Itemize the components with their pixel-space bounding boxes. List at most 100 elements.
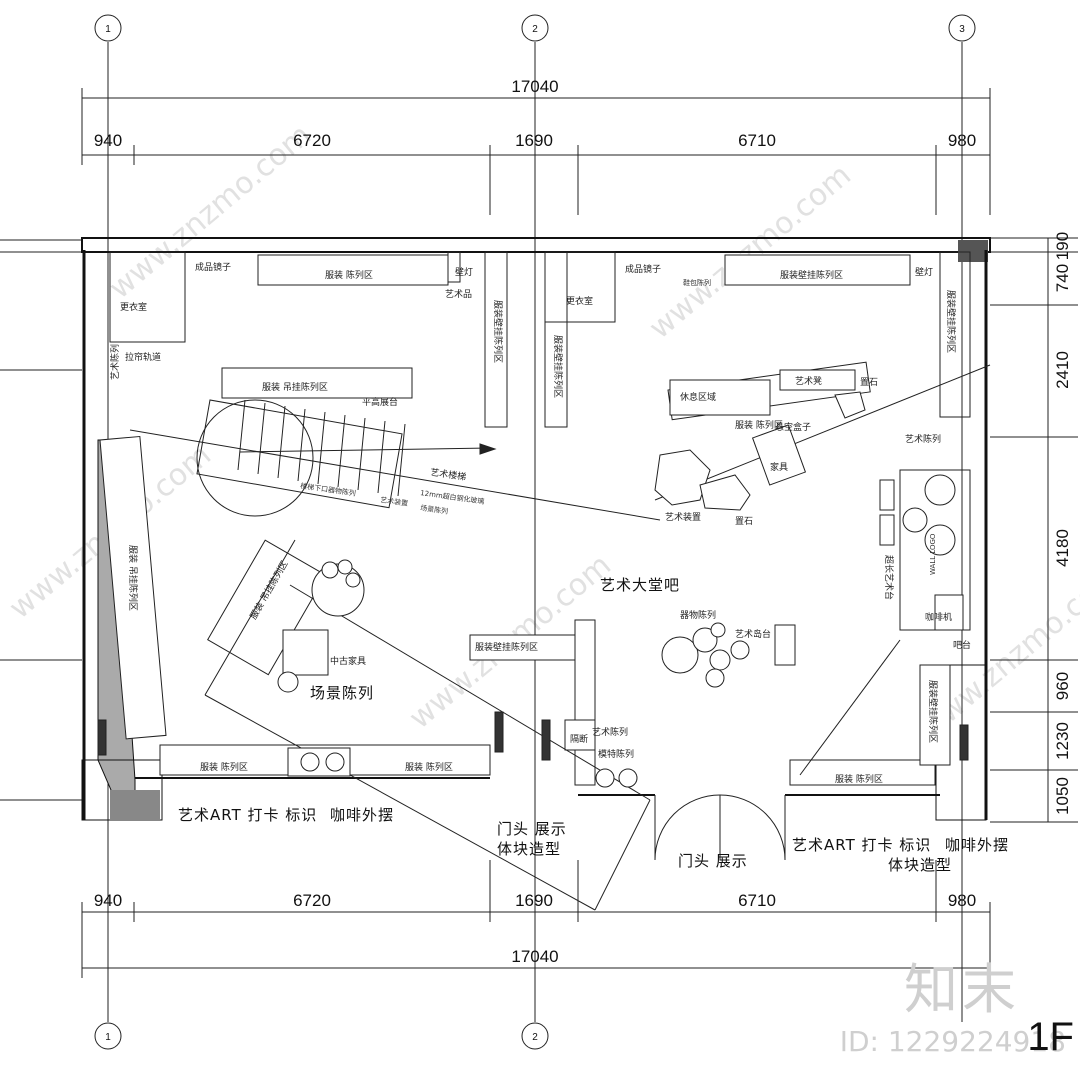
- dim-940-top: 940: [94, 131, 122, 150]
- dim-940-bottom: 940: [94, 891, 122, 910]
- label-rail: 拉帘轨道: [125, 351, 161, 363]
- site-lines: [0, 239, 82, 801]
- label-wall-lamp-right: 壁灯: [915, 266, 933, 278]
- label-clothing-dp-right: 服装 陈列区: [835, 773, 883, 785]
- diagonal-lines: [204, 364, 991, 911]
- bottom-dimensions: 940 6720 1690 6710 980 17040: [81, 860, 991, 978]
- label-rest-area: 休息区域: [680, 391, 716, 403]
- label-art-display-center: 艺术陈列: [592, 726, 628, 738]
- label-object-display: 器物陈列: [680, 609, 716, 621]
- dim-1230: 1230: [1053, 722, 1072, 760]
- outer-walls: [81, 237, 991, 821]
- label-art-display-left: 艺术陈列: [109, 344, 121, 380]
- partitions: [109, 251, 971, 631]
- label-bar: 吧台: [953, 639, 971, 651]
- dim-1050: 1050: [1053, 777, 1072, 815]
- label-wall-logo: WALL LOGO: [929, 533, 937, 575]
- label-clothing-display-right: 服装 陈列区: [735, 419, 783, 431]
- axis-bubble-2-bottom: 2: [532, 1032, 538, 1043]
- grid-axes: 1 2 3 1 2: [94, 14, 976, 1050]
- dim-1690-top: 1690: [515, 131, 553, 150]
- floor-label: 1F: [1027, 1015, 1074, 1059]
- dim-2410: 2410: [1053, 351, 1072, 389]
- axis-bubble-1: 1: [105, 24, 111, 35]
- label-art-island: 艺术岛台: [735, 628, 771, 640]
- label-fitting-room: 更衣室: [120, 301, 147, 313]
- dim-6710-bottom: 6710: [738, 891, 776, 910]
- dim-190: 190: [1053, 232, 1072, 260]
- label-stone: 置石: [860, 377, 878, 388]
- label-clothing-wall-vertical-3: 服装壁挂陈列区: [945, 290, 957, 353]
- label-art-install: 艺术装置: [380, 495, 409, 508]
- dim-6720-top: 6720: [293, 131, 331, 150]
- gear-objects: [311, 559, 750, 688]
- label-clothing-wall-zone: 服装壁挂陈列区: [780, 269, 843, 281]
- axis-bubble-1-bottom: 1: [105, 1032, 111, 1043]
- label-scene-display: 场景陈列: [420, 503, 449, 516]
- entrance-doors: [654, 794, 786, 861]
- label-block-shape-right: 体块造型: [888, 856, 952, 874]
- dim-total-bottom: 17040: [511, 947, 558, 966]
- label-art-display: 艺术陈列: [905, 433, 941, 445]
- dim-960: 960: [1053, 672, 1072, 700]
- axis-bubble-2: 2: [532, 24, 538, 35]
- dim-total-top: 17040: [511, 77, 558, 96]
- dim-6710-top: 6710: [738, 131, 776, 150]
- dim-740: 740: [1053, 264, 1072, 292]
- label-art-stair: 艺术楼梯: [430, 466, 467, 483]
- label-wall-lamp: 壁灯: [455, 266, 473, 278]
- dim-6720-bottom: 6720: [293, 891, 331, 910]
- label-art-checkin: 艺术ART 打卡 标识: [178, 806, 317, 824]
- art-stair: [129, 399, 661, 521]
- label-flat-display: 平高展台: [362, 396, 398, 408]
- label-art-lobby: 艺术大堂吧: [600, 576, 680, 594]
- entrance-labels: 艺术ART 打卡 标识 咖啡外摆 门头 展示 体块造型 门头 展示 艺术ART …: [178, 806, 1009, 874]
- label-long-table: 超长艺术台: [883, 555, 895, 600]
- label-door-show: 门头 展示: [678, 852, 748, 870]
- furniture: [97, 391, 969, 788]
- label-glass-note: 12mm超白钢化玻璃: [420, 488, 485, 506]
- label-art-install-right: 艺术装置: [665, 511, 701, 523]
- right-dimensions: 190 740 2410 4180 960 1230 1050: [990, 232, 1078, 823]
- label-clothing-wall-center: 服装壁挂陈列区: [475, 641, 538, 653]
- label-under-stair: 楼梯下口器物陈列: [300, 481, 357, 498]
- label-clothing-dp-left: 服装 陈列区: [200, 761, 248, 773]
- label-clothing-wall-vertical-4: 服装壁挂陈列区: [927, 680, 939, 743]
- label-clothing-hang-left: 服装 吊挂陈列区: [127, 545, 139, 611]
- label-furniture: 家具: [770, 461, 788, 473]
- label-clothing-wall-vertical-1: 服装壁挂陈列区: [492, 300, 504, 363]
- label-stone-2: 置石: [735, 516, 753, 527]
- display-shelves: [99, 254, 964, 786]
- label-model-display: 模特陈列: [598, 748, 634, 760]
- label-coffee-machine: 咖啡机: [925, 611, 952, 623]
- image-id: ID: 1229224918: [839, 1025, 1066, 1058]
- dim-4180: 4180: [1053, 529, 1072, 567]
- label-clothing-hang-zone: 服装 吊挂陈列区: [262, 381, 328, 393]
- room-labels: 成品镜子 服装 陈列区 壁灯 艺术品 更衣室 拉帘轨道 服装 吊挂陈列区 平高展…: [109, 261, 971, 785]
- label-vintage: 中古家具: [330, 655, 366, 667]
- label-coffee-out: 咖啡外摆: [330, 806, 394, 824]
- axis-bubble-3: 3: [959, 24, 965, 35]
- label-suspended-box: 悬空盒子: [775, 421, 811, 433]
- label-art-checkin-right: 艺术ART 打卡 标识: [792, 836, 931, 854]
- dim-980-top: 980: [948, 131, 976, 150]
- label-product-mirror-right: 成品镜子: [625, 263, 661, 275]
- top-dimensions: 17040 940 6720 1690 6710 980: [81, 77, 991, 215]
- label-art-stool: 艺术凳: [795, 375, 822, 387]
- brand-logo: 知末: [904, 958, 1020, 1021]
- label-block-shape: 体块造型: [497, 840, 561, 858]
- label-partition: 隔断: [570, 733, 588, 745]
- dim-980-bottom: 980: [948, 891, 976, 910]
- label-product-mirror: 成品镜子: [195, 261, 231, 273]
- label-clothing-display: 服装 陈列区: [325, 269, 373, 281]
- dim-1690-bottom: 1690: [515, 891, 553, 910]
- label-scene-display-big: 场景陈列: [310, 684, 374, 702]
- label-bag-display: 鞋包陈列: [683, 278, 711, 287]
- label-clothing-wall-vertical-2: 服装壁挂陈列区: [552, 335, 564, 398]
- label-clothing-dp-mid: 服装 陈列区: [405, 761, 453, 773]
- label-coffee-out-right: 咖啡外摆: [945, 836, 1009, 854]
- label-art-piece: 艺术品: [445, 288, 472, 300]
- label-fitting-room-right: 更衣室: [566, 295, 593, 307]
- label-door-block: 门头 展示: [497, 820, 567, 838]
